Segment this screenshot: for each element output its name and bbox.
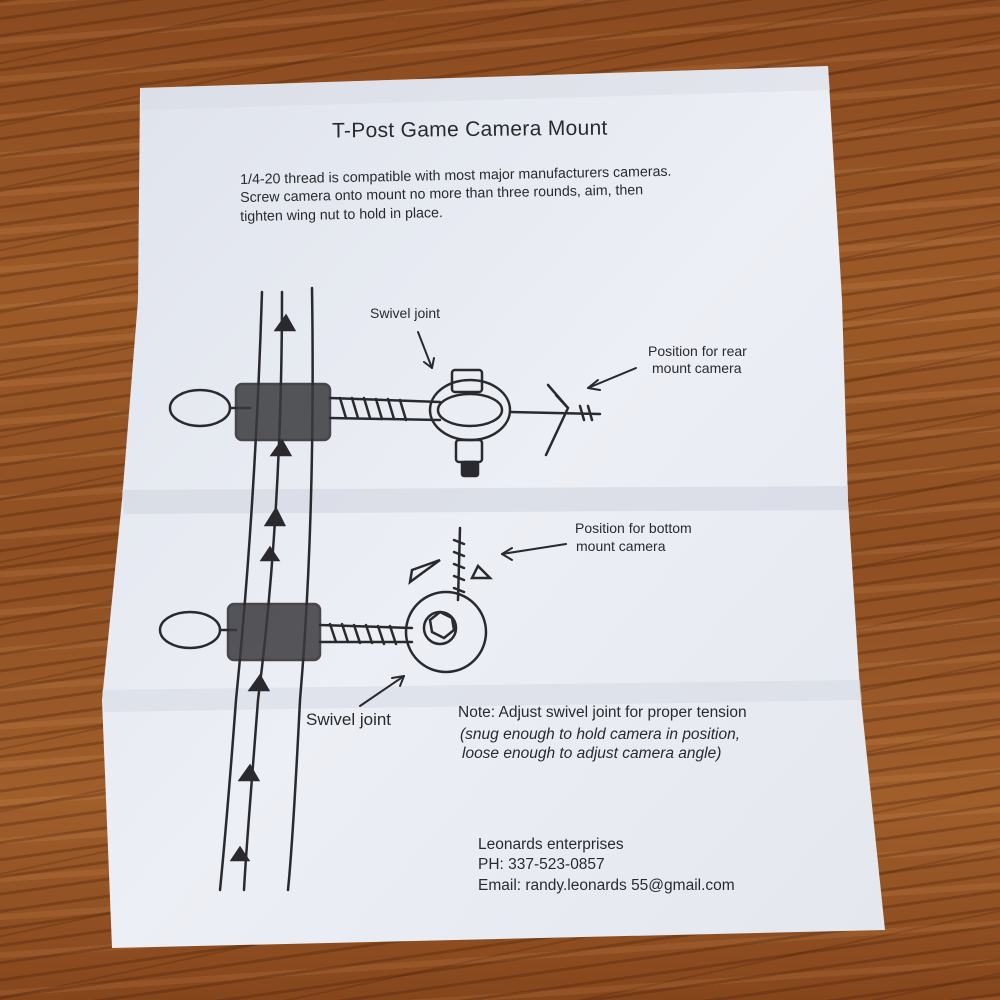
swivel-bottom-arrow — [359, 675, 405, 707]
contact-company: Leonards enterprises — [478, 836, 624, 853]
label-rear-mount-line-1: Position for rear — [648, 343, 747, 359]
label-bottom-mount-line-2: mount camera — [576, 538, 666, 554]
label-bottom-mount-line-1: Position for bottom — [575, 520, 692, 536]
swivel-top-arrow — [417, 331, 433, 369]
note-line-2: (snug enough to hold camera in position, — [460, 726, 741, 743]
rear-mount-drawing — [168, 368, 602, 478]
label-swivel-joint-top: Swivel joint — [370, 305, 441, 321]
bottom-mount-arrow — [501, 543, 567, 555]
contact-phone: PH: 337-523-0857 — [478, 856, 605, 873]
note-line-1: Note: Adjust swivel joint for proper ten… — [458, 704, 747, 721]
note-line-3: loose enough to adjust camera angle) — [462, 745, 722, 762]
contact-email: Email: randy.leonards 55@gmail.com — [478, 877, 735, 894]
callout-arrows — [359, 331, 637, 707]
label-swivel-joint-bottom: Swivel joint — [306, 710, 392, 729]
rear-mount-arrow — [587, 367, 637, 389]
label-rear-mount-line-2: mount camera — [652, 360, 742, 376]
t-post-drawing — [218, 286, 314, 892]
bottom-mount-drawing — [158, 526, 494, 674]
